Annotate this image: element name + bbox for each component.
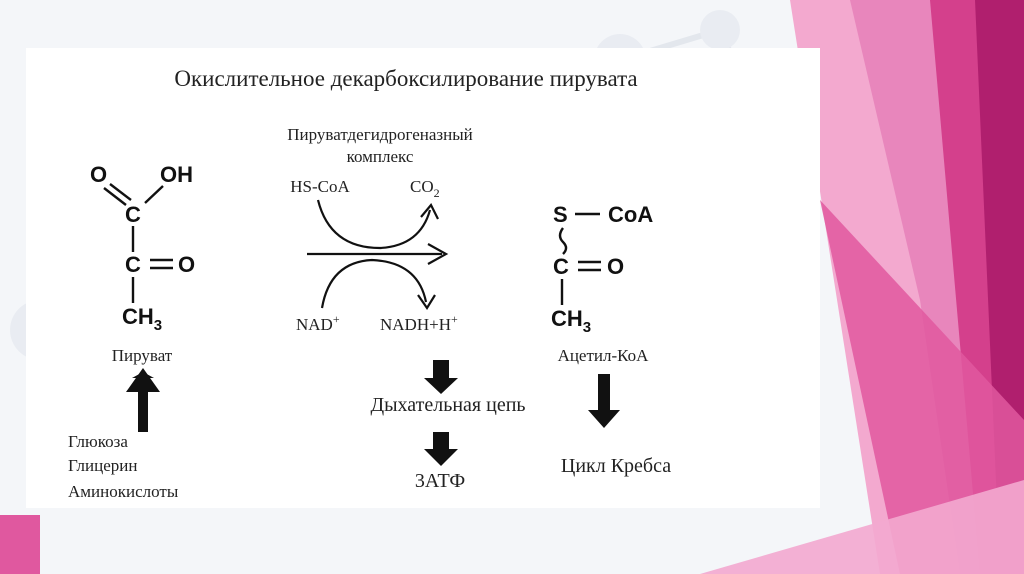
content-panel <box>26 48 820 508</box>
down-arrow-krebs <box>588 374 620 428</box>
pyruvate-ch3: CH3 <box>122 304 162 334</box>
hscoa-label: HS-CoA <box>290 177 350 196</box>
block-arrows <box>126 360 620 466</box>
acetyl-coa-label: Ацетил-КоА <box>558 346 650 365</box>
down-arrow-atp <box>424 432 458 466</box>
pyruvate-structure: O OH C C O CH3 <box>90 162 195 334</box>
respiratory-chain: Дыхательная цепь <box>370 394 525 416</box>
up-arrow-sources <box>126 368 160 432</box>
krebs-cycle: Цикл Кребса <box>561 455 671 477</box>
acetyl-c: C <box>553 254 569 279</box>
acetyl-bonds <box>558 212 601 305</box>
down-arrow-respiratory <box>424 360 458 394</box>
enzyme-name: Пируватдегидрогеназный <box>287 125 472 144</box>
acetyl-ch3: CH3 <box>551 306 591 336</box>
pyruvate-oh: OH <box>160 162 193 187</box>
nad-nadh-curve <box>320 258 428 309</box>
nad-label: NAD+ <box>296 312 340 334</box>
source-glucose: Глюкоза <box>68 432 128 451</box>
source-amino-acids: Аминокислоты <box>68 482 179 501</box>
co2-label: CO2 <box>410 177 440 200</box>
pyruvate-c1: C <box>125 202 141 227</box>
co2-arrow-head <box>420 203 439 220</box>
acetyl-coa-structure: S CoA C O CH3 <box>551 202 653 336</box>
atp-yield: 3АТФ <box>415 470 465 492</box>
acetyl-s: S <box>553 202 568 227</box>
source-glycerol: Глицерин <box>68 456 137 475</box>
nadh-label: NADH+H+ <box>380 312 458 334</box>
title: Окислительное декарбоксилирование пирува… <box>174 66 637 91</box>
main-arrow-head <box>427 243 449 265</box>
pyruvate-label: Пируват <box>112 346 173 365</box>
pyruvate-o-carbonyl: O <box>90 162 107 187</box>
reaction-arrows <box>307 199 449 311</box>
pyruvate-c2: C <box>125 252 141 277</box>
pyruvate-bonds <box>103 183 173 303</box>
coa-co2-curve <box>316 199 432 250</box>
thioester-wavy-bond <box>558 227 568 255</box>
nadh-arrow-head <box>417 294 436 311</box>
pyruvate-o-keto: O <box>178 252 195 277</box>
enzyme-complex: комплекс <box>347 147 414 166</box>
acetyl-coa-group: CoA <box>608 202 653 227</box>
acetyl-o: O <box>607 254 624 279</box>
